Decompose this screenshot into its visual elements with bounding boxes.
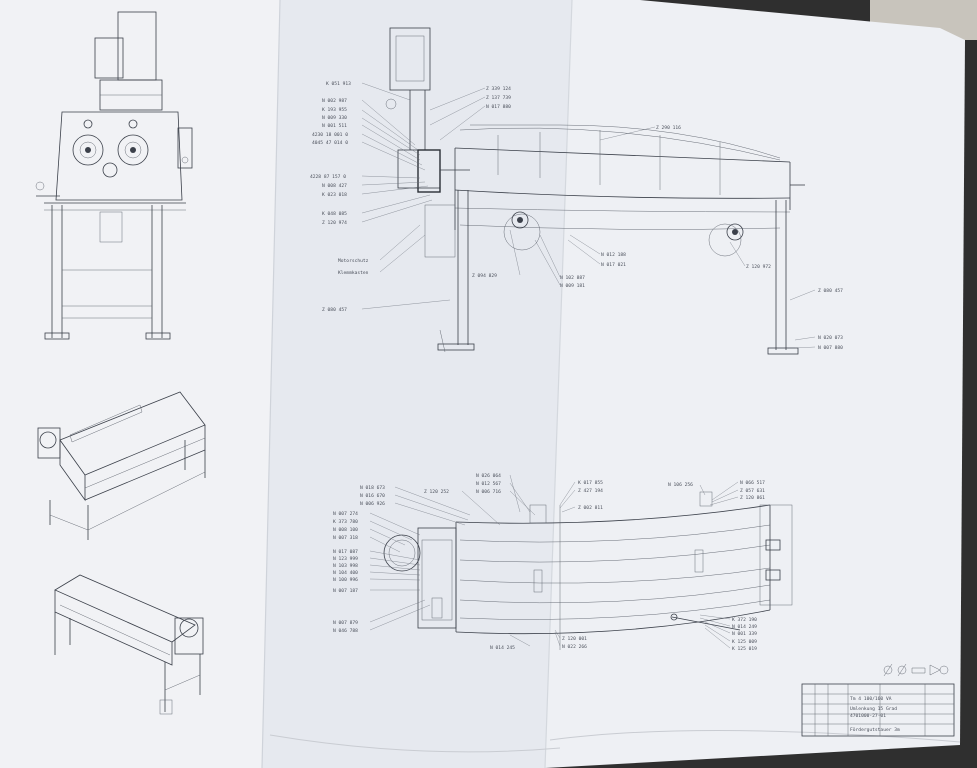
callout-label: K 193 955 xyxy=(322,107,347,113)
callout-label: 4230 18 001 0 xyxy=(312,132,348,138)
callout-label: N 007 880 xyxy=(818,345,843,351)
callout-label: Z 057 631 xyxy=(740,488,765,494)
callout-label: N 012 188 xyxy=(601,252,626,258)
callout-label: Z 094 829 xyxy=(472,273,497,279)
callout-label: N 002 987 xyxy=(322,98,347,104)
title-block-drawing-number: 4701000-27-01 xyxy=(850,713,886,719)
title-block-row: Umlenkung 15 Grad xyxy=(850,706,897,712)
callout-label: N 012 567 xyxy=(476,481,501,487)
callout-label: N 014 249 xyxy=(732,624,757,630)
projection-symbols xyxy=(883,663,949,677)
callout-label: Z 120 861 xyxy=(740,495,765,501)
paper-panel-left xyxy=(0,0,280,768)
callout-label: N 022 266 xyxy=(562,644,587,650)
callout-label: N 016 670 xyxy=(360,493,385,499)
callout-label: N 026 064 xyxy=(476,473,501,479)
paper-panel-right xyxy=(545,0,965,768)
callout-label: Z 080 457 xyxy=(322,307,347,313)
callout-label: Z 427 194 xyxy=(578,488,603,494)
callout-label: Motorschutz xyxy=(338,258,369,264)
plan-view-drawing xyxy=(383,491,793,650)
callout-label: K 051 913 xyxy=(326,81,351,87)
callout-label: N 104 400 xyxy=(333,570,358,576)
front-leaders xyxy=(361,82,816,349)
callout-label: K 125 009 xyxy=(732,639,757,645)
callout-label: Z 120 972 xyxy=(746,264,771,270)
callout-label: K 125 019 xyxy=(732,646,757,652)
callout-label: N 123 999 xyxy=(333,556,358,562)
callout-label: Z 002 811 xyxy=(578,505,603,511)
front-callouts: K 051 913 N 002 987 K 193 955 N 009 330 N 00… xyxy=(310,81,369,313)
callout-label: Z 080 457 xyxy=(818,288,843,294)
front-elevation-drawing xyxy=(385,27,805,355)
callout-label: K 023 018 xyxy=(322,192,347,198)
callout-label: K 048 085 xyxy=(322,211,347,217)
callout-label: N 102 887 xyxy=(560,275,585,281)
callout-label: Z 120 974 xyxy=(322,220,347,226)
title-block-row: Fördergutstauer 3m xyxy=(850,727,900,733)
callout-label: Z 137 739 xyxy=(486,95,511,101)
callout-label: N 046 788 xyxy=(333,628,358,634)
callout-label: K 017 855 xyxy=(578,480,603,486)
isometric-view-1 xyxy=(37,391,206,540)
callout-label: N 006 926 xyxy=(360,501,385,507)
callout-label: N 017 087 xyxy=(333,549,358,555)
paper-panel-middle xyxy=(262,0,572,768)
callout-label: Z 120 001 xyxy=(562,636,587,642)
callout-label: N 001 511 xyxy=(322,123,347,129)
callout-label: N 017 021 xyxy=(601,262,626,268)
callout-label: N 014 245 xyxy=(490,645,515,651)
front-right-callouts: Z 339 124 Z 137 739 N 017 880 Z 290 116 Z 09… xyxy=(472,86,843,351)
callout-label: N 100 996 xyxy=(333,577,358,583)
isometric-view-2 xyxy=(54,574,204,715)
plan-top-callouts: Z 120 252 N 026 064 N 012 567 N 006 716 K 01… xyxy=(424,473,765,511)
callout-label: 4045 47 014 0 xyxy=(312,140,348,146)
side-view-drawing xyxy=(35,11,193,340)
title-block xyxy=(801,683,955,737)
callout-label: N 007 274 xyxy=(333,511,358,517)
callout-label: Z 290 116 xyxy=(656,125,681,131)
callout-label: N 020 073 xyxy=(818,335,843,341)
title-block-row: Tm 4 100/160 VA xyxy=(850,696,892,702)
callout-label: N 009 181 xyxy=(560,283,585,289)
callout-label: N 009 330 xyxy=(322,115,347,121)
callout-label: N 007 187 xyxy=(333,588,358,594)
callout-label: K 372 190 xyxy=(732,617,757,623)
callout-label: N 103 998 xyxy=(333,563,358,569)
callout-label: N 017 880 xyxy=(486,104,511,110)
callout-label: Klemmkasten xyxy=(338,270,369,276)
callout-label: Z 339 124 xyxy=(486,86,511,92)
plan-leaders xyxy=(369,474,739,649)
callout-label: K 373 780 xyxy=(333,519,358,525)
callout-label: N 018 673 xyxy=(360,485,385,491)
callout-label: N 008 427 xyxy=(322,183,347,189)
callout-label: N 106 256 xyxy=(668,482,693,488)
callout-label: N 007 879 xyxy=(333,620,358,626)
callout-label: N 006 716 xyxy=(476,489,501,495)
callout-label: N 001 339 xyxy=(732,631,757,637)
callout-label: N 066 517 xyxy=(740,480,765,486)
callout-label: N 008 100 xyxy=(333,527,358,533)
callout-label: Z 120 252 xyxy=(424,489,449,495)
callout-label: 4228 87 157 0 xyxy=(310,174,346,180)
callout-label: N 007 318 xyxy=(333,535,358,541)
